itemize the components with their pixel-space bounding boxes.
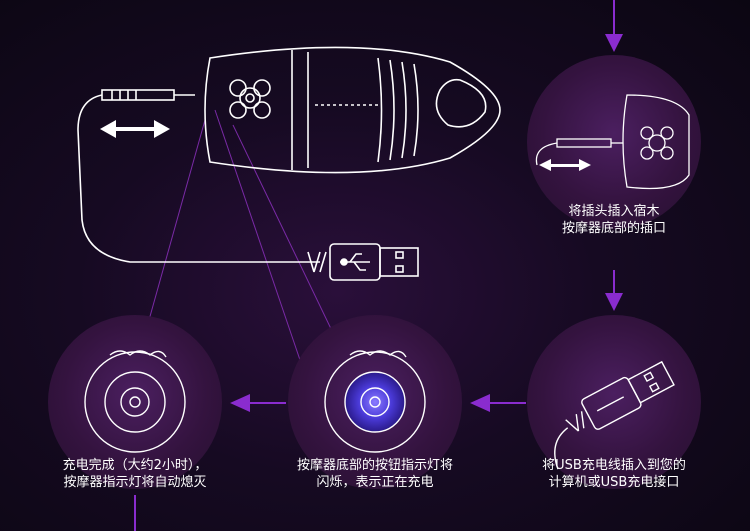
dc-plug-icon	[101, 89, 195, 101]
arrow-down-into-step1	[605, 34, 623, 52]
usb-connector-icon	[307, 243, 419, 281]
usb-cable	[77, 94, 320, 263]
step3-caption-line2: 闪烁，表示正在充电	[316, 475, 434, 490]
step1-caption-line2: 按摩器底部的插口	[561, 221, 666, 236]
step4-caption-line1: 充电完成（大约2小时），	[62, 458, 208, 473]
step3-caption-line1: 按摩器底部的按钮指示灯将	[296, 458, 453, 473]
flower-logo-icon	[229, 79, 271, 119]
step2-caption: 将USB充电线插入到您的 计算机或USB充电接口	[510, 457, 718, 491]
step1-plug-illustration	[535, 94, 690, 190]
arrow-left-step2-to-step3	[470, 394, 490, 412]
step1-caption-line1: 将插头插入宿木	[568, 204, 660, 219]
step1-circle	[527, 55, 701, 229]
step4-indicator-off-illustration	[84, 350, 186, 453]
device-illustration	[77, 46, 501, 281]
step2-caption-line2: 计算机或USB充电接口	[548, 475, 680, 490]
step4-caption-line2: 按摩器指示灯将自动熄灭	[63, 475, 207, 490]
step1-caption: 将插头插入宿木 按摩器底部的插口	[527, 203, 701, 237]
arrow-down-step1-to-step2	[605, 293, 623, 311]
step2-caption-line1: 将USB充电线插入到您的	[542, 458, 686, 473]
device-body	[204, 46, 501, 174]
insert-direction-arrow-icon	[100, 120, 170, 138]
step3-caption: 按摩器底部的按钮指示灯将 闪烁，表示正在充电	[270, 457, 480, 491]
step3-blinking-indicator-illustration	[324, 350, 426, 453]
arrow-left-step3-to-step4	[230, 394, 250, 412]
step4-caption: 充电完成（大约2小时）， 按摩器指示灯将自动熄灭	[40, 457, 230, 491]
step4-circle	[48, 315, 222, 489]
step2-usb-illustration	[554, 360, 675, 470]
device-tip	[435, 78, 487, 128]
